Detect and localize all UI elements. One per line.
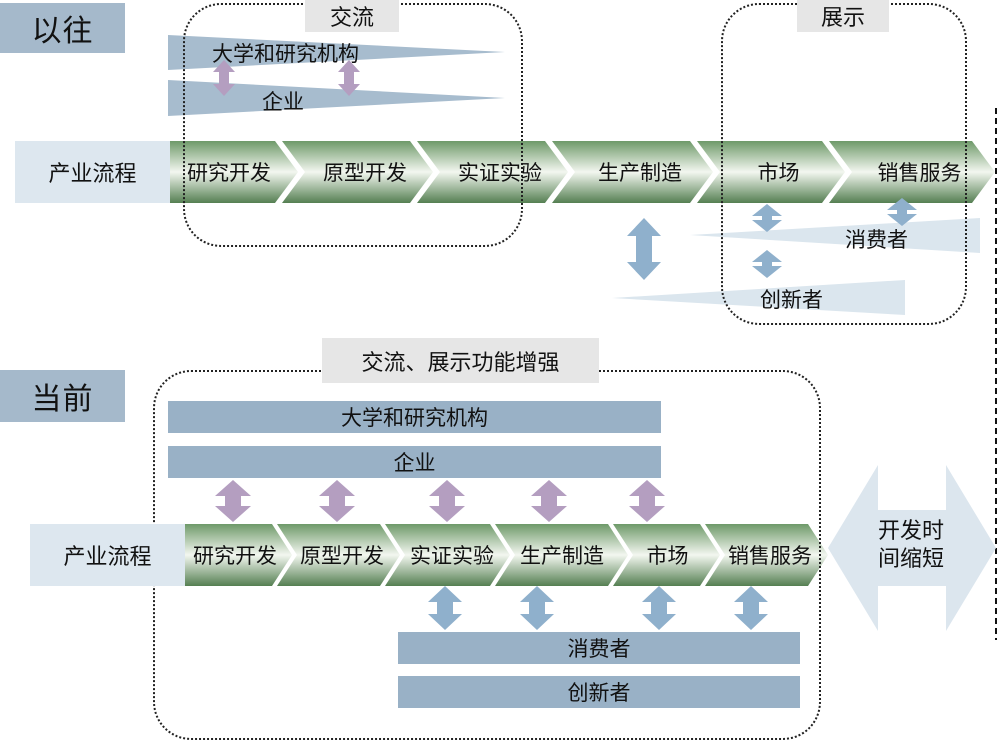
- double-arrow-icon: [428, 586, 462, 630]
- past-chevron-4: [552, 141, 713, 203]
- present-chevron-5: [613, 524, 720, 586]
- double-arrow-icon: [629, 480, 665, 522]
- double-arrow-icon: [887, 198, 917, 226]
- wedge-university-past: [168, 35, 505, 70]
- double-arrow-icon: [520, 586, 554, 630]
- past-stage-4: 生产制造: [598, 161, 682, 185]
- wedge-innovator-label: 创新者: [760, 288, 823, 312]
- present-blue-arrows: [428, 586, 768, 630]
- double-arrow-icon: [531, 480, 567, 522]
- wedge-consumer-past: [690, 218, 980, 253]
- past-purple-arrows: [213, 60, 360, 96]
- bar-university: 大学和研究机构: [168, 401, 661, 433]
- double-arrow-icon: [338, 60, 360, 96]
- past-chevron-3: [417, 141, 568, 203]
- present-chevrons: [185, 524, 828, 586]
- wedge-enterprise-label: 企业: [262, 90, 304, 114]
- present-chevron-4: [495, 524, 628, 586]
- double-arrow-icon: [429, 480, 465, 522]
- past-chevron-2: [282, 141, 433, 203]
- past-stage-2: 原型开发: [323, 161, 407, 185]
- past-blue-arrows: [627, 198, 917, 280]
- double-arrow-icon: [215, 480, 251, 522]
- double-arrow-icon: [642, 586, 676, 630]
- wedge-enterprise-past: [168, 80, 505, 116]
- double-arrow-icon: [213, 60, 235, 96]
- shortened-time-arrow: [828, 465, 996, 631]
- past-chevrons: [170, 141, 995, 203]
- present-stage-6: 销售服务: [728, 544, 812, 568]
- double-arrow-icon: [752, 204, 782, 232]
- past-stage-6: 销售服务: [877, 161, 962, 185]
- double-arrow-icon: [752, 250, 782, 278]
- wedge-consumer-label: 消费者: [845, 228, 908, 252]
- shortened-time-text: 开发时 间缩短: [868, 518, 954, 574]
- past-stage-5: 市场: [757, 161, 800, 185]
- past-stage-1: 研究开发: [187, 161, 271, 185]
- wedge-university-label: 大学和研究机构: [212, 42, 359, 66]
- present-chevron-6: [705, 524, 828, 586]
- present-process-label: 产业流程: [30, 524, 185, 586]
- present-stage-4: 生产制造: [520, 544, 604, 568]
- enhanced-label: 交流、展示功能增强: [322, 338, 599, 383]
- past-process-label: 产业流程: [15, 141, 170, 203]
- present-stage-3: 实证实验: [410, 544, 494, 568]
- bar-innovator: 创新者: [398, 676, 800, 708]
- present-era-label: 当前: [0, 370, 125, 422]
- present-chevron-2: [277, 524, 400, 586]
- present-purple-arrows: [215, 480, 665, 522]
- double-arrow-icon: [734, 586, 768, 630]
- present-chevron-1: [185, 524, 292, 586]
- double-arrow-icon: [319, 480, 355, 522]
- past-chevron-5: [697, 141, 845, 203]
- shortened-time-line2: 间缩短: [877, 547, 944, 572]
- present-stage-1: 研究开发: [193, 544, 277, 568]
- present-stage-2: 原型开发: [300, 544, 384, 568]
- past-chevron-6: [829, 141, 995, 203]
- past-stage-3: 实证实验: [458, 161, 542, 185]
- present-chevron-3: [385, 524, 510, 586]
- present-stage-5: 市场: [646, 544, 689, 568]
- past-era-label: 以往: [0, 3, 125, 53]
- display-label: 展示: [797, 0, 889, 32]
- exchange-label: 交流: [305, 0, 399, 32]
- double-arrow-icon: [627, 218, 661, 280]
- shortened-time-line1: 开发时: [877, 519, 944, 544]
- past-chevron-1: [170, 141, 298, 203]
- bar-enterprise: 企业: [168, 446, 661, 478]
- bar-consumer: 消费者: [398, 632, 800, 664]
